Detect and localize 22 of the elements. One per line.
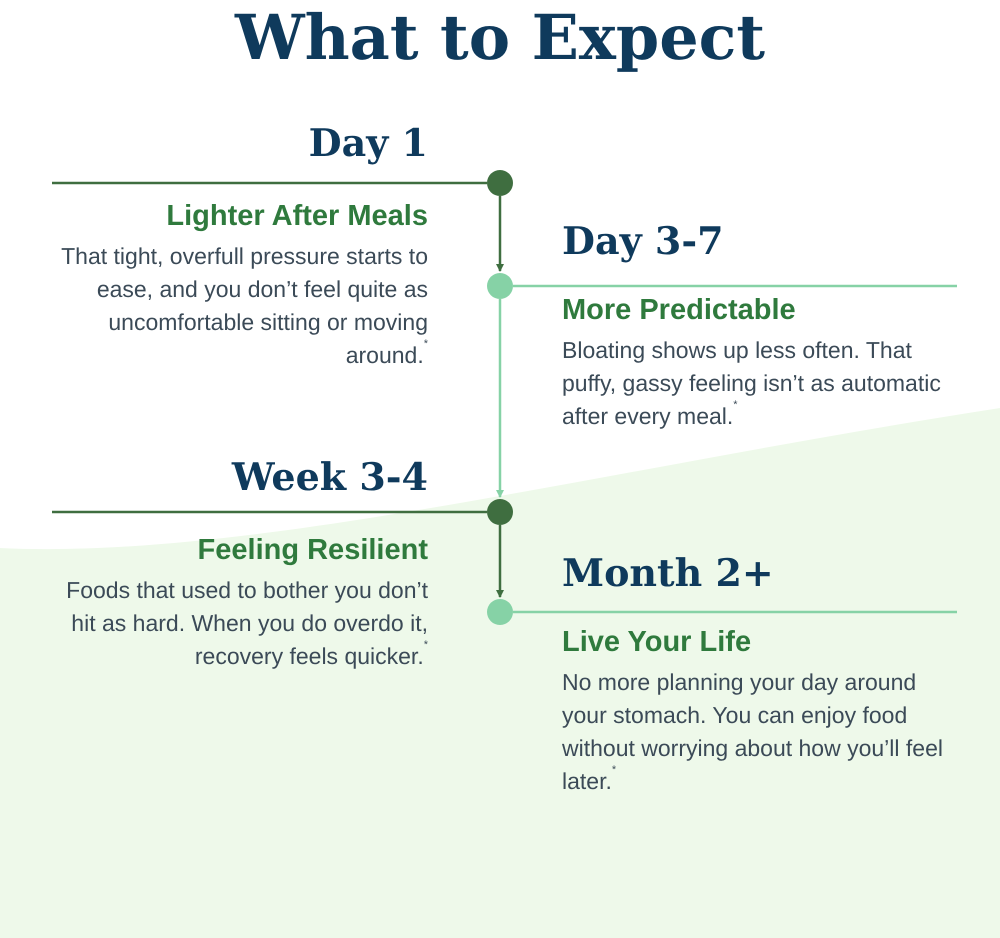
stage-heading: Week 3-4 (232, 453, 428, 501)
stage-subtitle: More Predictable (562, 293, 797, 328)
connector-line (52, 182, 487, 184)
timeline-dot (487, 170, 513, 196)
connector-line (513, 610, 957, 614)
connector-line (52, 510, 487, 514)
arrow (496, 525, 504, 598)
stage-subtitle: Feeling Resilient (196, 533, 428, 568)
stage-description: That tight, overfull pressure starts to ease, and you don’t feel quite as uncomfortable sitting or moving around.$^{*}$ (60, 242, 428, 370)
stage-heading: Month 2+ (562, 549, 774, 597)
stage-heading: Day 1 (308, 119, 428, 167)
connector-line (513, 284, 957, 288)
stage-description: Foods that used to bother you don’t hit as hard. When you do overdo it, recovery feels quicker.$^{*}$ (65, 576, 428, 671)
stage-description: Bloating shows up less often. That puffy, gassy feeling isn’t as automatic after every meal.$^{*}$ (562, 336, 942, 431)
arrow (496, 196, 504, 272)
stage-subtitle: Live Your Life (562, 625, 752, 660)
stage-subtitle: Lighter After Meals (165, 199, 428, 234)
timeline-dot (487, 273, 513, 299)
title: What to Expect (234, 0, 766, 76)
arrow (496, 299, 504, 498)
stage-description: No more planning your day around your stomach. You can enjoy food without worrying about how you’ll feel later.$^{*}$ (562, 668, 944, 796)
stage-heading: Day 3-7 (562, 217, 724, 265)
